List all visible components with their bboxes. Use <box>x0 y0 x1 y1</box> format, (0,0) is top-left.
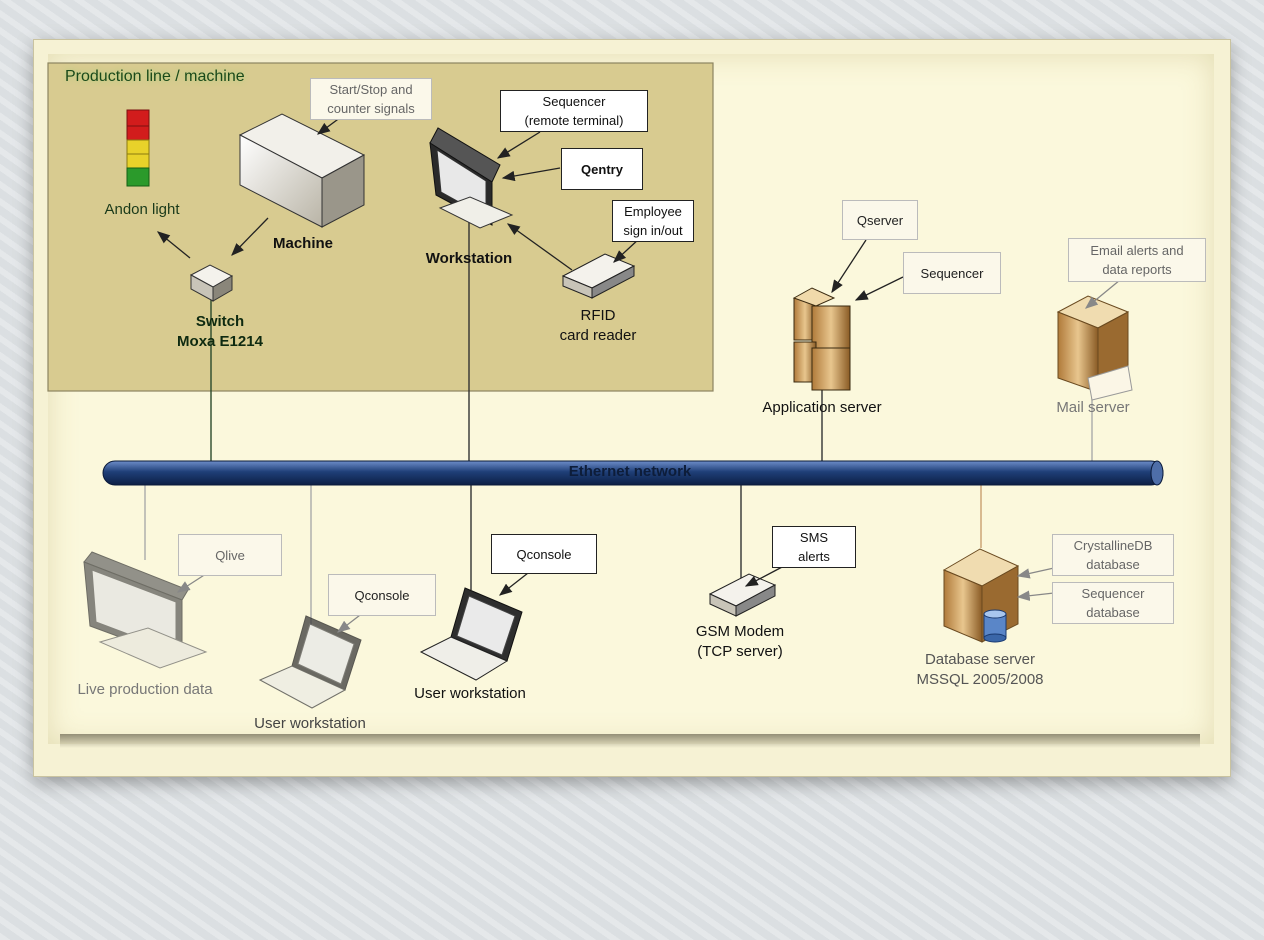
employee-line2: sign in/out <box>623 223 683 238</box>
arrow-seqdb <box>1016 590 1055 601</box>
mail-server-label: Mail server <box>1056 399 1130 416</box>
rfid-label-2: card reader <box>559 327 637 344</box>
email-line2: data reports <box>1102 262 1172 277</box>
user-workstation-1-label: User workstation <box>254 715 366 732</box>
laptop-1-icon <box>258 615 362 709</box>
ethernet-network-label: Ethernet network <box>568 463 692 480</box>
qentry-text: Qentry <box>581 161 623 177</box>
qlive-text: Qlive <box>215 547 245 563</box>
laptop-2-icon <box>419 587 523 681</box>
qconsole-1-callout: Qconsole <box>328 574 436 616</box>
sequencer-remote-line2: (remote terminal) <box>524 113 624 128</box>
crystalline-line2: database <box>1086 557 1140 572</box>
startstop-line1: Start/Stop and <box>329 82 413 97</box>
qentry-callout: Qentry <box>561 148 643 190</box>
gsm-modem-icon <box>708 573 777 617</box>
gsm-modem-label: GSM Modem <box>695 623 785 640</box>
sequencer-remote-callout: Sequencer (remote terminal) <box>500 90 648 132</box>
live-production-label: Live production data <box>77 681 213 698</box>
network-links <box>144 215 1093 625</box>
seqdb-callout: Sequencer database <box>1052 582 1174 624</box>
qserver-text: Qserver <box>856 212 904 228</box>
sms-callout: SMS alerts <box>772 526 856 568</box>
arrow-machine-switch <box>231 217 269 256</box>
workstation-icon <box>429 127 514 229</box>
qconsole-1-text: Qconsole <box>354 587 410 603</box>
switch-label: Switch <box>195 313 245 330</box>
database-server-icon <box>942 548 1020 643</box>
startstop-callout: Start/Stop and counter signals <box>310 78 432 120</box>
qconsole-2-callout: Qconsole <box>491 534 597 574</box>
switch-model-label: Moxa E1214 <box>177 333 263 350</box>
sms-line2: alerts <box>798 549 830 564</box>
arrow-sequencer-app <box>854 276 904 301</box>
application-server-icon <box>792 287 851 391</box>
arrow-employee-rfid <box>613 237 641 263</box>
sequencer-text: Sequencer <box>920 265 984 281</box>
arrow-crystalline <box>1016 567 1055 579</box>
live-production-monitor-icon <box>83 551 208 669</box>
sms-line1: SMS <box>799 530 829 545</box>
arrow-sms <box>744 565 785 587</box>
mail-server-icon <box>1056 295 1133 401</box>
qserver-callout: Qserver <box>842 200 918 240</box>
crystalline-line1: CrystallineDB <box>1073 538 1153 553</box>
workstation-label: Workstation <box>425 250 513 267</box>
qlive-callout: Qlive <box>178 534 282 576</box>
arrow-switch-andon <box>156 231 191 259</box>
arrow-email <box>1084 279 1121 309</box>
sequencer-remote-line1: Sequencer <box>542 94 606 109</box>
ethernet-bus <box>102 460 1164 486</box>
crystalline-callout: CrystallineDB database <box>1052 534 1174 576</box>
arrow-sequencer-ws <box>496 131 541 159</box>
employee-callout: Employee sign in/out <box>612 200 694 242</box>
employee-line1: Employee <box>624 204 682 219</box>
email-line1: Email alerts and <box>1090 243 1184 258</box>
machine-label: Machine <box>272 235 333 252</box>
andon-light-icon <box>126 109 150 187</box>
arrow-rfid-ws <box>506 223 573 271</box>
arrow-qentry-ws <box>501 167 561 182</box>
machine-icon <box>238 113 366 228</box>
database-server-label: Database server <box>924 651 1036 668</box>
arrow-qconsole-2 <box>498 572 529 596</box>
sequencer-callout: Sequencer <box>903 252 1001 294</box>
switch-icon <box>189 264 234 302</box>
production-region-title: Production line / machine <box>65 68 245 85</box>
seqdb-line2: database <box>1086 605 1140 620</box>
seqdb-line1: Sequencer <box>1081 586 1145 601</box>
user-workstation-2-label: User workstation <box>414 685 526 702</box>
email-callout: Email alerts and data reports <box>1068 238 1206 282</box>
application-server-label: Application server <box>762 399 882 416</box>
qconsole-2-text: Qconsole <box>516 546 572 562</box>
arrow-qserver <box>831 239 867 294</box>
startstop-line2: counter signals <box>327 101 415 116</box>
card-shadow <box>60 734 1200 748</box>
rfid-label-1: RFID <box>580 307 616 324</box>
andon-light-label: Andon light <box>104 201 180 218</box>
database-server-sublabel: MSSQL 2005/2008 <box>916 671 1044 688</box>
gsm-modem-sublabel: (TCP server) <box>697 643 783 660</box>
